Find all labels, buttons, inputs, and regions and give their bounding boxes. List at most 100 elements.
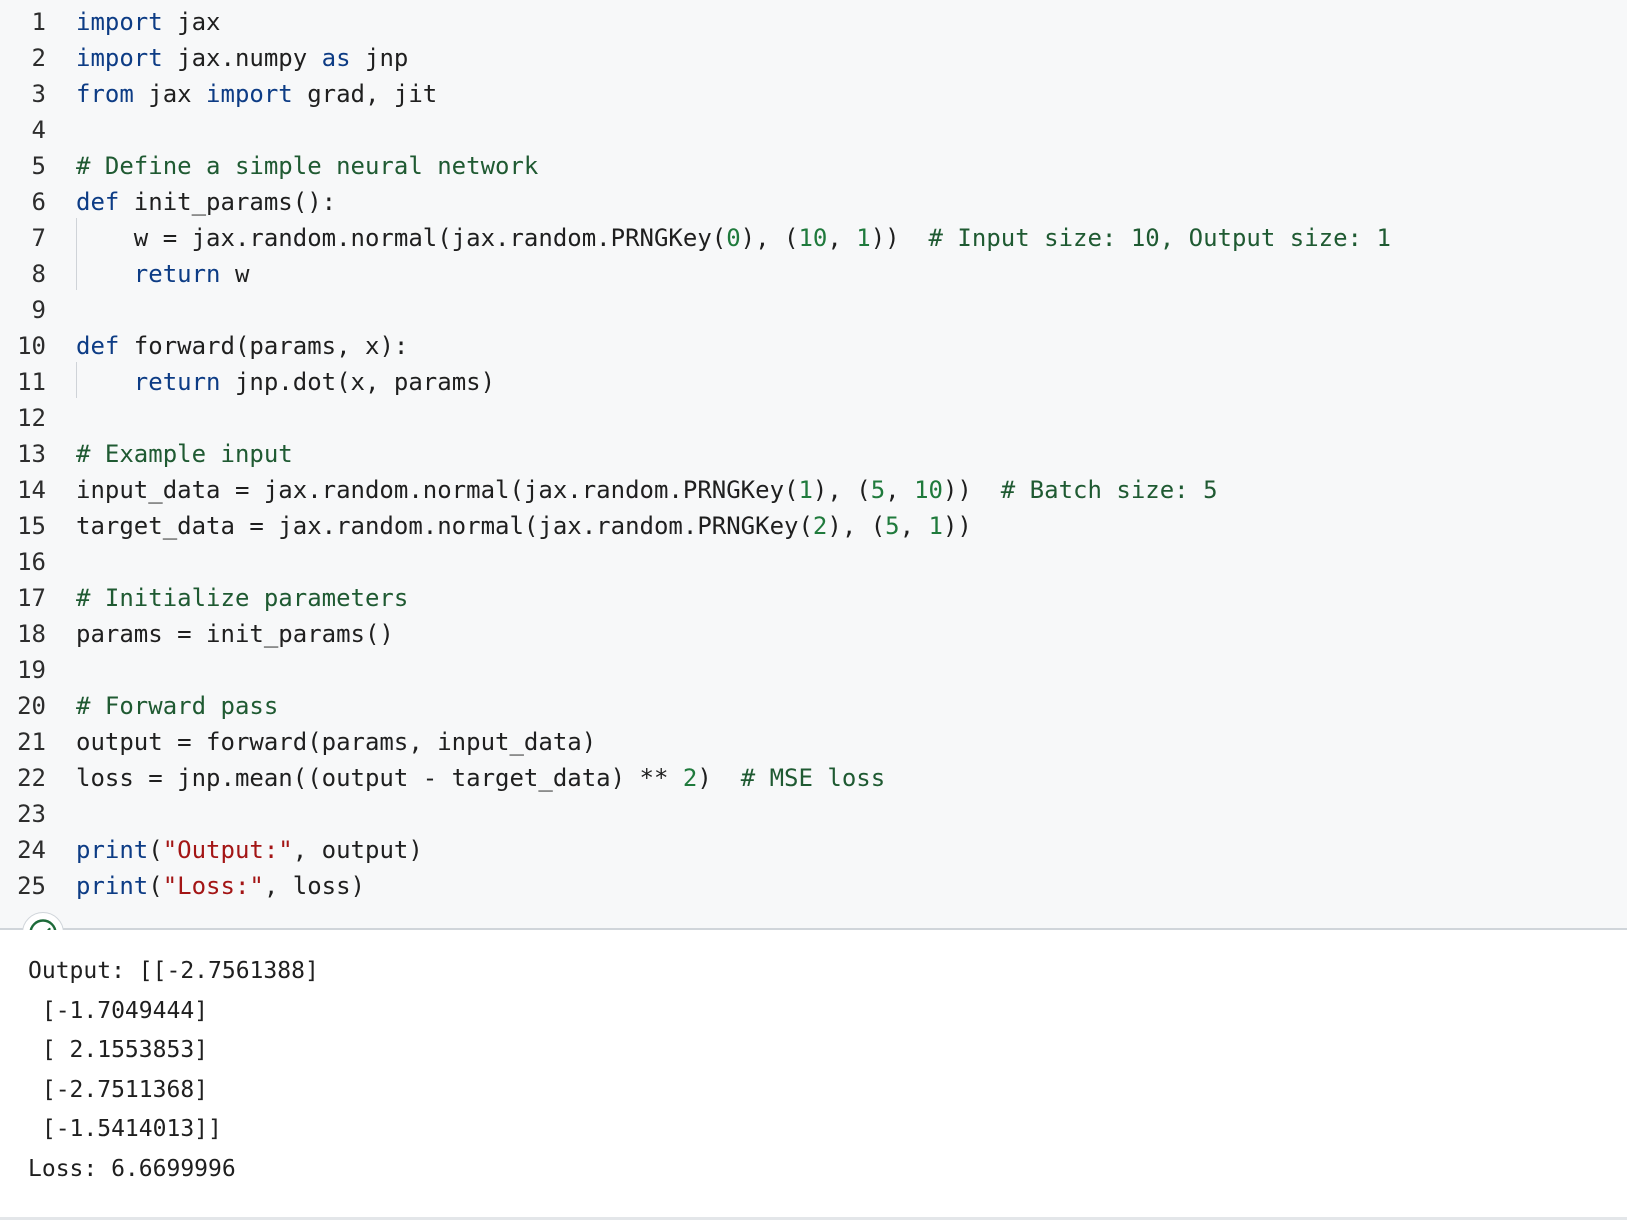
code-token: jax [133, 80, 207, 108]
code-token: target_data = jax.random.normal(jax.rand… [76, 512, 813, 540]
code-text: # Initialize parameters [76, 580, 408, 616]
indent-guide [76, 218, 77, 290]
code-line: 23 [0, 796, 1627, 832]
code-text: # Define a simple neural network [76, 148, 538, 184]
code-line: 8 return w [0, 256, 1627, 292]
code-line: 12 [0, 400, 1627, 436]
code-token: 1 [856, 224, 871, 252]
line-number: 21 [17, 728, 46, 756]
code-token: # Define a simple neural network [76, 152, 539, 180]
line-number: 3 [31, 80, 46, 108]
cell-bottom-border [0, 1217, 1627, 1220]
code-line: 4 [0, 112, 1627, 148]
code-token: output = forward(params, input_data) [76, 728, 597, 756]
code-line: 16 [0, 544, 1627, 580]
code-line: 5 # Define a simple neural network [0, 148, 1627, 184]
code-token: 2 [812, 512, 828, 540]
code-token: init_params(): [119, 188, 337, 216]
line-number: 13 [17, 440, 46, 468]
line-number: 16 [17, 548, 46, 576]
code-text: params = init_params() [76, 616, 394, 652]
line-number: 15 [17, 512, 46, 540]
code-token: 1 [798, 476, 813, 504]
line-number: 24 [17, 836, 46, 864]
code-token: , [899, 512, 929, 540]
code-text: output = forward(params, input_data) [76, 724, 596, 760]
code-line: 6 def init_params(): [0, 184, 1627, 220]
code-token: "Loss:" [162, 872, 264, 900]
code-token: ( [148, 872, 163, 900]
line-number: 9 [31, 296, 46, 324]
code-token: jnp [350, 44, 409, 72]
code-line: 9 [0, 292, 1627, 328]
code-text: print("Output:", output) [76, 832, 423, 868]
code-token: 5 [885, 512, 900, 540]
code-token: forward(params, x): [119, 332, 409, 360]
code-token: # Forward pass [76, 692, 279, 720]
code-token: w [220, 260, 250, 288]
code-token: , output) [292, 836, 423, 864]
code-token: )) [870, 224, 929, 252]
code-token: 0 [726, 224, 741, 252]
code-token: import [206, 80, 293, 108]
line-number: 11 [17, 368, 46, 396]
line-number: 1 [31, 8, 46, 36]
code-token: , loss) [263, 872, 366, 900]
code-token: params = init_params() [76, 620, 394, 648]
output-text: Output: [[-2.7561388] [-1.7049444] [ 2.1… [28, 958, 319, 1182]
code-token: loss = jnp.mean((output - target_data) *… [76, 764, 683, 792]
code-token: "Output:" [162, 836, 293, 864]
code-text: return w [76, 256, 250, 292]
code-line: 25 print("Loss:", loss) [0, 868, 1627, 904]
line-number: 8 [31, 260, 46, 288]
code-token: )) [942, 512, 972, 540]
line-number: 5 [31, 152, 46, 180]
code-token: ) [697, 764, 741, 792]
code-text: target_data = jax.random.normal(jax.rand… [76, 508, 972, 544]
line-number: 10 [17, 332, 46, 360]
code-token: print [76, 872, 149, 900]
line-number: 23 [17, 800, 46, 828]
code-token: # Initialize parameters [76, 584, 409, 612]
code-token: jnp.dot(x, params) [220, 368, 496, 396]
code-token: # Input size: 10, Output size: 1 [928, 224, 1391, 252]
code-text: from jax import grad, jit [76, 76, 437, 112]
code-text: def init_params(): [76, 184, 336, 220]
code-token: from [76, 80, 134, 108]
code-token: def [76, 332, 120, 360]
code-token: w = jax.random.normal(jax.random.PRNGKey… [76, 224, 727, 252]
code-line: 11 return jnp.dot(x, params) [0, 364, 1627, 400]
output-divider [0, 928, 1627, 930]
code-token: 1 [928, 512, 943, 540]
code-token: import [76, 44, 163, 72]
line-number: 2 [31, 44, 46, 72]
code-token: , [827, 224, 857, 252]
code-token: ), ( [812, 476, 871, 504]
code-text: return jnp.dot(x, params) [76, 364, 495, 400]
line-number: 4 [31, 116, 46, 144]
code-line: 15 target_data = jax.random.normal(jax.ra… [0, 508, 1627, 544]
code-token: # MSE loss [740, 764, 886, 792]
line-number: 25 [17, 872, 46, 900]
code-line: 7 w = jax.random.normal(jax.random.PRNGK… [0, 220, 1627, 256]
line-number: 6 [31, 188, 46, 216]
code-token: 10 [914, 476, 943, 504]
code-line: 3 from jax import grad, jit [0, 76, 1627, 112]
line-number: 7 [31, 224, 46, 252]
code-line: 13 # Example input [0, 436, 1627, 472]
code-token: print [76, 836, 149, 864]
code-text: import jax.numpy as jnp [76, 40, 408, 76]
line-number: 17 [17, 584, 46, 612]
code-text: # Example input [76, 436, 293, 472]
code-token: ), ( [740, 224, 799, 252]
code-line: 21 output = forward(params, input_data) [0, 724, 1627, 760]
code-token [76, 368, 134, 396]
code-token: )) [942, 476, 1001, 504]
code-token: as [321, 44, 351, 72]
code-token: , [885, 476, 915, 504]
code-token: return [133, 260, 221, 288]
code-token: input_data = jax.random.normal(jax.rando… [76, 476, 799, 504]
